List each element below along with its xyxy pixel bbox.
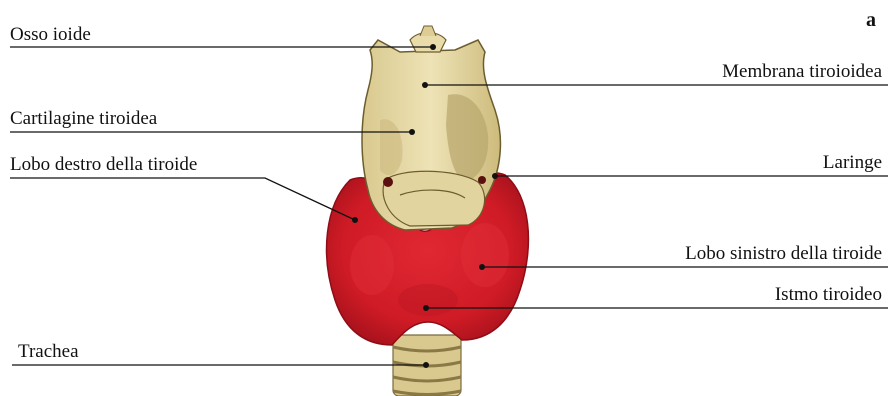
leader-thyrohyoid-membrane-dot — [422, 82, 428, 88]
leader-thyroid-cartilage-dot — [409, 129, 415, 135]
label-trachea: Trachea — [18, 341, 79, 362]
leader-hyoid-dot — [430, 44, 436, 50]
leader-isthmus-dot — [423, 305, 429, 311]
larynx-illustration — [362, 26, 500, 230]
leader-larynx-dot — [492, 173, 498, 179]
leader-left-lobe-dot — [479, 264, 485, 270]
label-thyrohyoid-membrane: Membrana tiroioidea — [722, 61, 882, 82]
leader-right-lobe — [10, 178, 355, 220]
panel-letter: a — [866, 9, 876, 31]
leader-right-lobe-dot — [352, 217, 358, 223]
leader-trachea-dot — [423, 362, 429, 368]
label-hyoid: Osso ioide — [10, 24, 91, 45]
label-isthmus: Istmo tiroideo — [775, 284, 882, 305]
label-left-lobe: Lobo sinistro della tiroide — [685, 243, 882, 264]
label-thyroid-cartilage: Cartilagine tiroidea — [10, 108, 158, 129]
label-right-lobe: Lobo destro della tiroide — [10, 154, 197, 175]
label-larynx: Laringe — [823, 152, 882, 173]
